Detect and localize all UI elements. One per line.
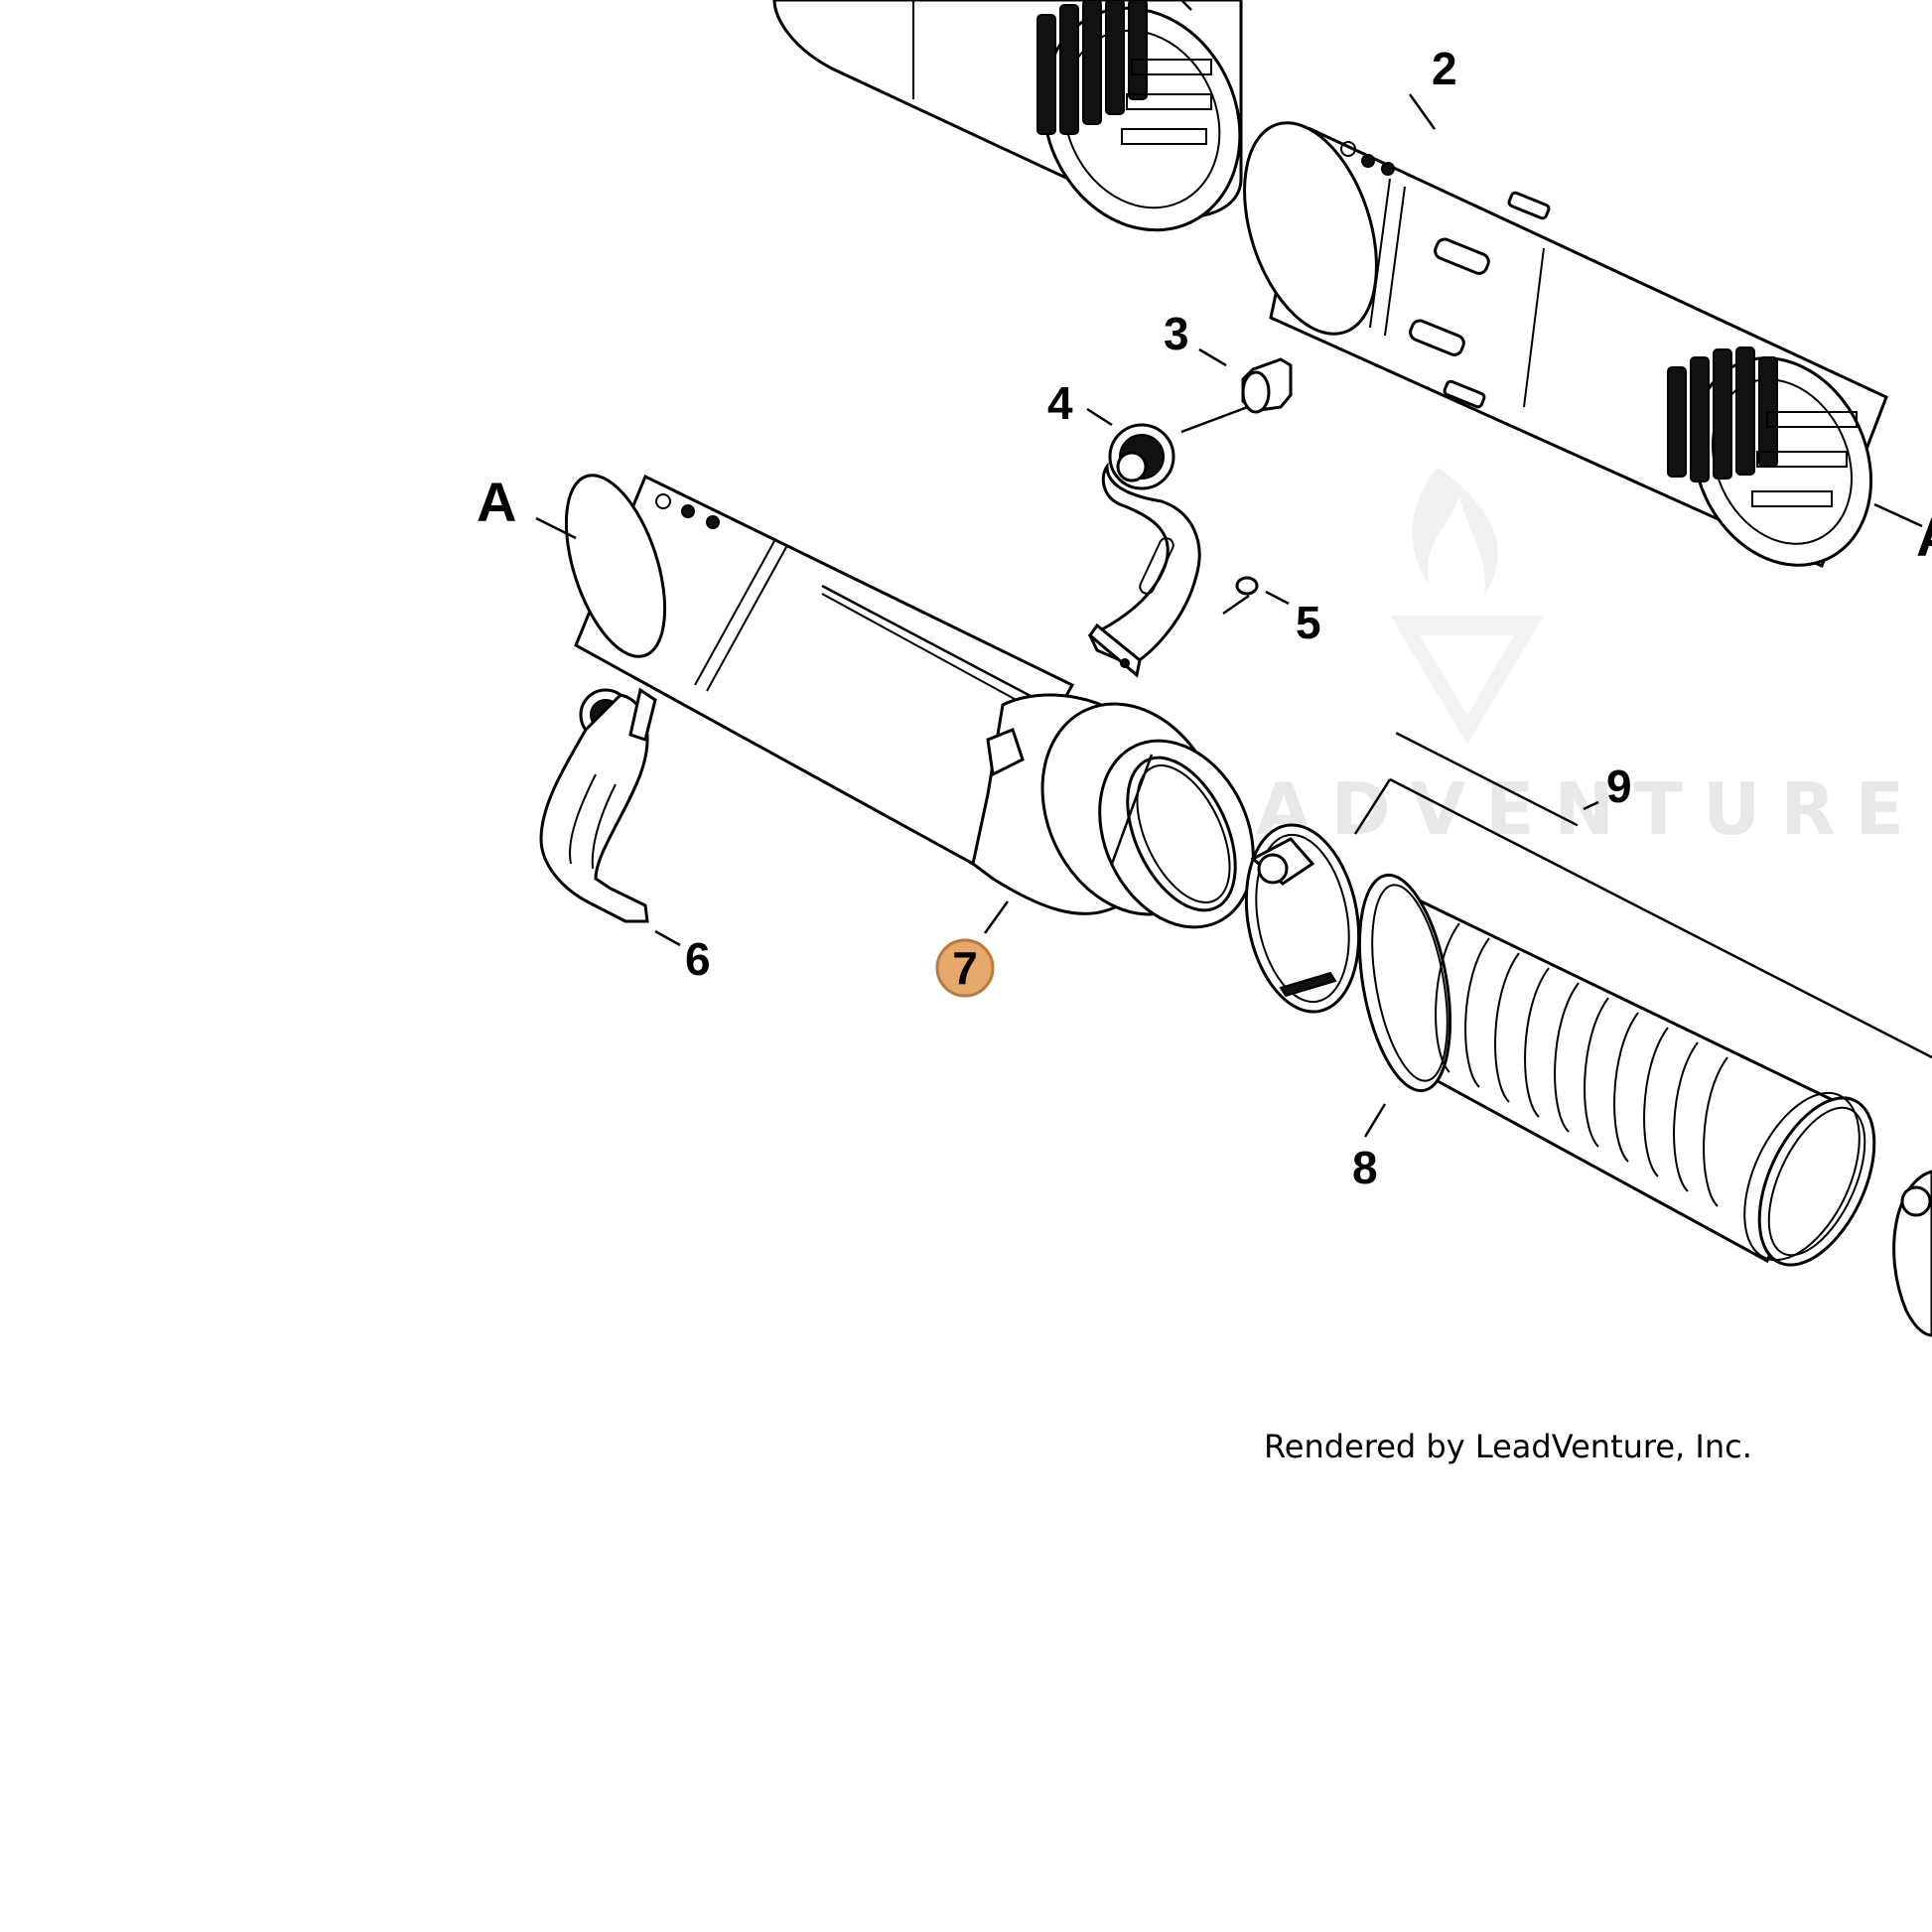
- tube-part-2: [1243, 121, 1923, 569]
- callout-part-3: 3: [1164, 308, 1189, 359]
- screw-part-5: [1222, 576, 1259, 616]
- callout-part-4: 4: [1047, 377, 1073, 429]
- callout-part-5: 5: [1296, 597, 1321, 648]
- tube-top-left: [772, 0, 1243, 232]
- mesh-grid: [1667, 346, 1858, 507]
- clamp-part-6: [539, 687, 657, 923]
- callout-a-right: A: [1916, 505, 1932, 568]
- knob-part-3: [1180, 357, 1293, 434]
- mesh-grid: [1036, 0, 1212, 145]
- render-credit: Rendered by LeadVenture, Inc.: [1264, 1428, 1752, 1465]
- callout-part-8: 8: [1352, 1142, 1378, 1193]
- hose-clamp: [1244, 823, 1361, 1014]
- callout-part-6: 6: [685, 933, 711, 985]
- highlight-badge: [935, 938, 995, 998]
- callout-part-2: 2: [1432, 43, 1457, 94]
- callout-part-7-highlight[interactable]: 7: [935, 938, 995, 998]
- hose-corrugations: [1435, 922, 1728, 1207]
- hose-part-8: [1357, 873, 1876, 1267]
- callout-a-left: A: [477, 471, 516, 533]
- bracket-part-4: [1087, 423, 1201, 678]
- tube-part-7: [564, 474, 1255, 929]
- callout-part-7: 7: [952, 942, 978, 994]
- leader-lines: [535, 93, 1932, 1138]
- callout-part-9: 9: [1606, 760, 1632, 812]
- watermark-logo: [1390, 467, 1544, 745]
- hose-clamp-right: [1892, 1170, 1932, 1337]
